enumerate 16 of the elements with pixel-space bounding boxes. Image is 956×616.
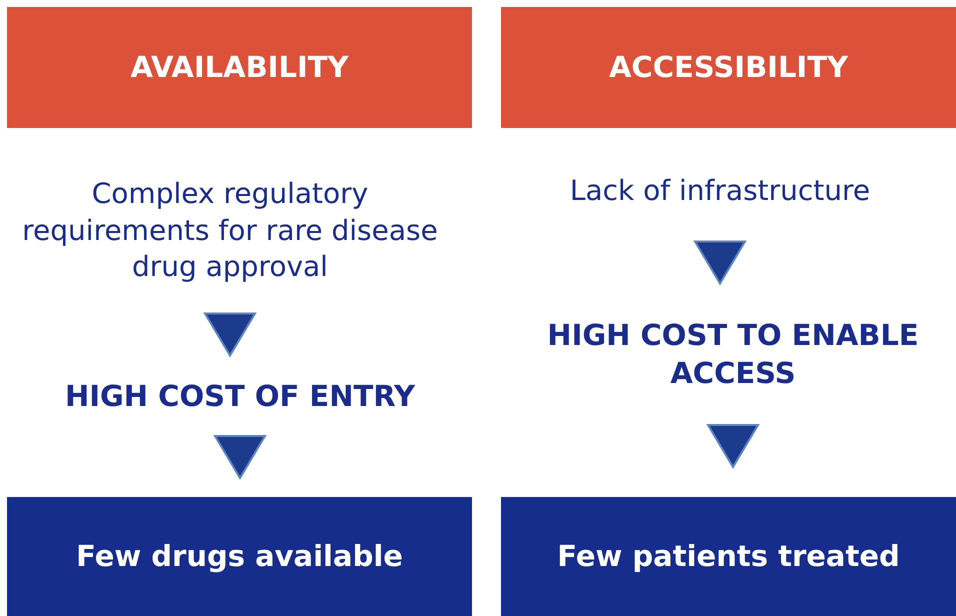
- box-label: ACCESSIBILITY: [608, 49, 848, 86]
- box-label: Few drugs available: [76, 538, 403, 576]
- box-label: AVAILABILITY: [130, 49, 349, 86]
- arrow: [213, 435, 267, 480]
- cause-text: Lack of infrastructure: [570, 172, 870, 209]
- arrow: [203, 312, 257, 358]
- header-box: [7, 7, 472, 128]
- cost-label: HIGH COST TO ENABLE ACCESS: [546, 316, 920, 392]
- cost-label: HIGH COST OF ENTRY: [64, 378, 416, 415]
- box-label: Few patients treated: [557, 538, 900, 576]
- arrow: [693, 240, 747, 286]
- arrow: [706, 424, 760, 469]
- result-box: [501, 497, 956, 616]
- cause-text: Complex regulatory requirements for rare disease drug approval: [21, 176, 439, 286]
- header-box: [501, 7, 956, 128]
- result-box: [7, 497, 472, 616]
